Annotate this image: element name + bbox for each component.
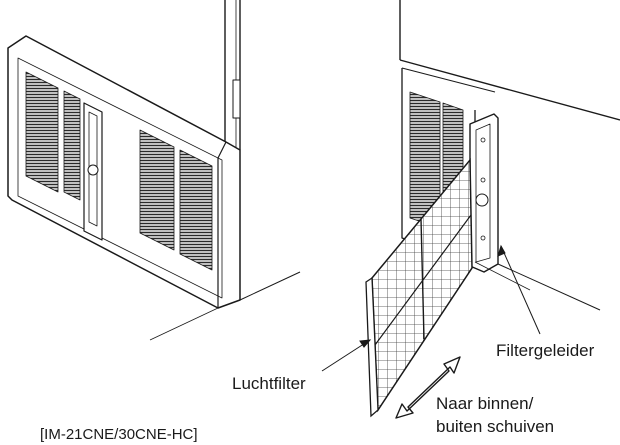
filter-guide-label: Filtergeleider [496,341,595,360]
left-vent-4 [179,149,213,271]
guide-knob [475,193,489,207]
double-headed-arrow-icon [395,356,461,419]
leader-lines [321,244,541,372]
left-vent-2 [63,90,81,201]
slide-instruction-line-2: buiten schuiven [436,417,555,436]
air-filter-leader [321,339,371,372]
slide-instruction-line-1: Naar binnen/ [436,394,534,413]
left-cabinet-body [0,0,240,150]
left-handle-knob [87,164,99,176]
model-caption: [IM-21CNE/30CNE-HC] [40,426,198,443]
left-unit [0,0,301,341]
filter-guide-rail [469,113,499,273]
filter-guide-leader [500,245,541,335]
air-filter-label: Luchtfilter [232,374,306,393]
left-vent-1 [25,71,59,193]
left-vent-3 [139,129,175,251]
air-filter [365,157,473,418]
